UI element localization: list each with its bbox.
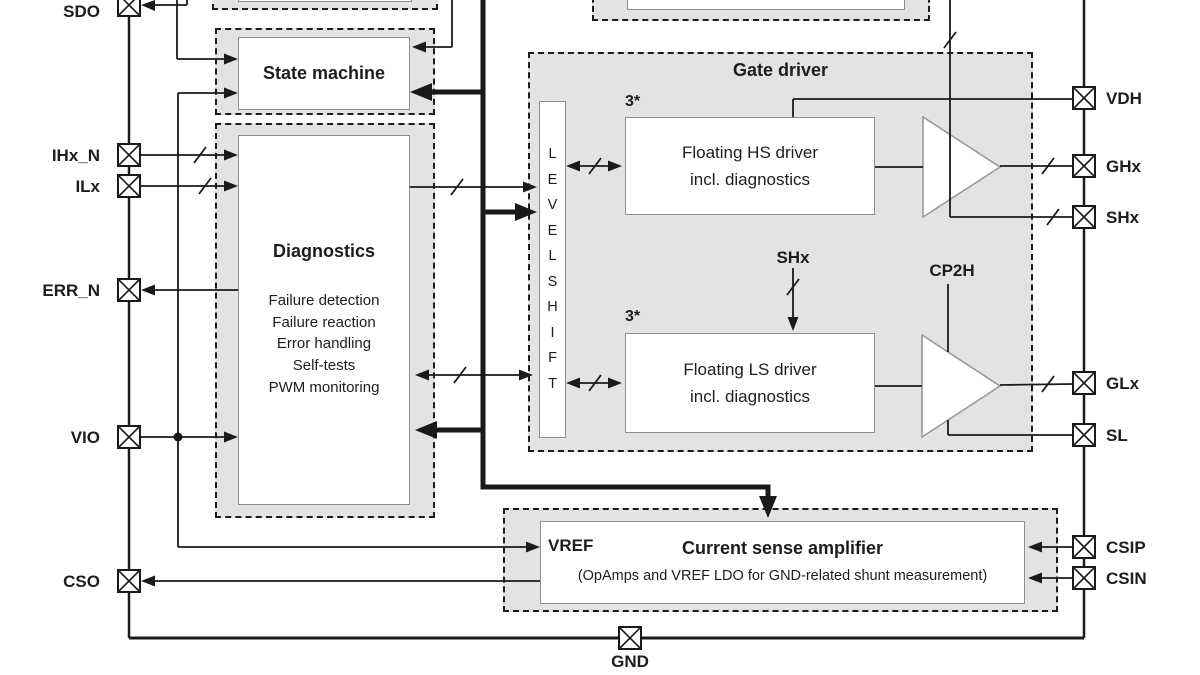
- level-shift-letter: H: [547, 299, 558, 315]
- state-machine-box: State machine: [238, 37, 410, 110]
- level-shift-letter: L: [548, 248, 557, 264]
- level-shift-letter: I: [550, 324, 555, 341]
- level-shift-letter: E: [547, 171, 558, 188]
- pin-sl: [1072, 423, 1096, 447]
- level-shift-letter: L: [548, 146, 557, 162]
- ls-driver-label-line1: Floating LS driver: [683, 360, 817, 379]
- diagnostics-item: Failure detection: [268, 292, 380, 309]
- ls-driver-box: Floating LS driver incl. diagnostics: [625, 333, 875, 433]
- pin-csin: [1072, 566, 1096, 590]
- pin-sdo: [117, 0, 141, 17]
- pin-vdh: [1072, 86, 1096, 110]
- diagnostics-item: Failure reaction: [272, 313, 376, 331]
- current-sense-amplifier-box: [540, 521, 1025, 604]
- pin-label-cso: CSO: [63, 572, 100, 591]
- level-shift-letter: S: [547, 273, 558, 290]
- pin-label-gnd: GND: [611, 652, 649, 671]
- top-left-block-cutoff: [212, 0, 438, 10]
- level-shift-letter: T: [548, 375, 557, 392]
- csa-title: Current sense amplifier: [681, 538, 884, 558]
- pin-ghx: [1072, 154, 1096, 178]
- diagnostics-item: PWM monitoring: [268, 378, 380, 396]
- hs-driver-box: Floating HS driver incl. diagnostics: [625, 117, 875, 215]
- pin-label-csin: CSIN: [1106, 569, 1147, 588]
- pin-label-shx: SHx: [1106, 208, 1140, 227]
- top-center-block-inner: [627, 0, 905, 10]
- level-shift-letter: E: [547, 222, 558, 239]
- vio-junction-dot: [173, 432, 183, 442]
- diagnostics-item: Self-tests: [292, 357, 356, 375]
- pin-shx: [1072, 205, 1096, 229]
- csa-subtitle: (OpAmps and VREF LDO for GND-related shu…: [577, 568, 988, 584]
- top-left-block-inner: [238, 0, 412, 2]
- diagnostics-feature-list: Failure detection Failure reaction Error…: [238, 290, 410, 399]
- level-shift-letter: V: [547, 197, 558, 213]
- gate-driver-title: Gate driver: [732, 60, 829, 80]
- pin-label-err-n: ERR_N: [42, 281, 100, 300]
- pin-cso: [117, 569, 141, 593]
- diagnostics-box: [238, 135, 410, 505]
- pin-ihx-n: [117, 143, 141, 167]
- pin-label-csip: CSIP: [1106, 538, 1146, 557]
- shx-internal-label: SHx: [776, 248, 810, 267]
- pin-label-sdo: SDO: [63, 2, 100, 21]
- vref-label: VREF: [548, 536, 594, 555]
- pin-label-ilx: ILx: [75, 177, 100, 196]
- pin-label-glx: GLx: [1106, 374, 1140, 393]
- pin-gnd: [618, 626, 642, 650]
- cp2h-internal-label: CP2H: [929, 261, 975, 280]
- pin-label-ghx: GHx: [1106, 157, 1141, 176]
- diagnostics-item: Error handling: [276, 335, 372, 353]
- hs-driver-label-line1: Floating HS driver: [681, 143, 819, 162]
- state-machine-title: State machine: [262, 63, 386, 83]
- pin-label-ihx-n: IHx_N: [51, 146, 100, 165]
- pin-label-vdh: VDH: [1106, 89, 1142, 108]
- level-shift-box: L E V E L S H I F T: [539, 101, 566, 438]
- level-shift-letter: F: [548, 350, 557, 366]
- pin-label-sl: SL: [1106, 426, 1128, 445]
- pin-glx: [1072, 371, 1096, 395]
- hs-driver-multiplier: 3*: [625, 93, 641, 110]
- pin-csip: [1072, 535, 1096, 559]
- pin-err-n: [117, 278, 141, 302]
- pin-ilx: [117, 174, 141, 198]
- ls-driver-label-line2: incl. diagnostics: [689, 387, 810, 406]
- pin-label-vio: VIO: [70, 428, 100, 447]
- ls-driver-multiplier: 3*: [625, 308, 641, 325]
- pin-vio: [117, 425, 141, 449]
- hs-driver-label-line2: incl. diagnostics: [689, 170, 810, 189]
- diagnostics-title: Diagnostics: [272, 241, 376, 261]
